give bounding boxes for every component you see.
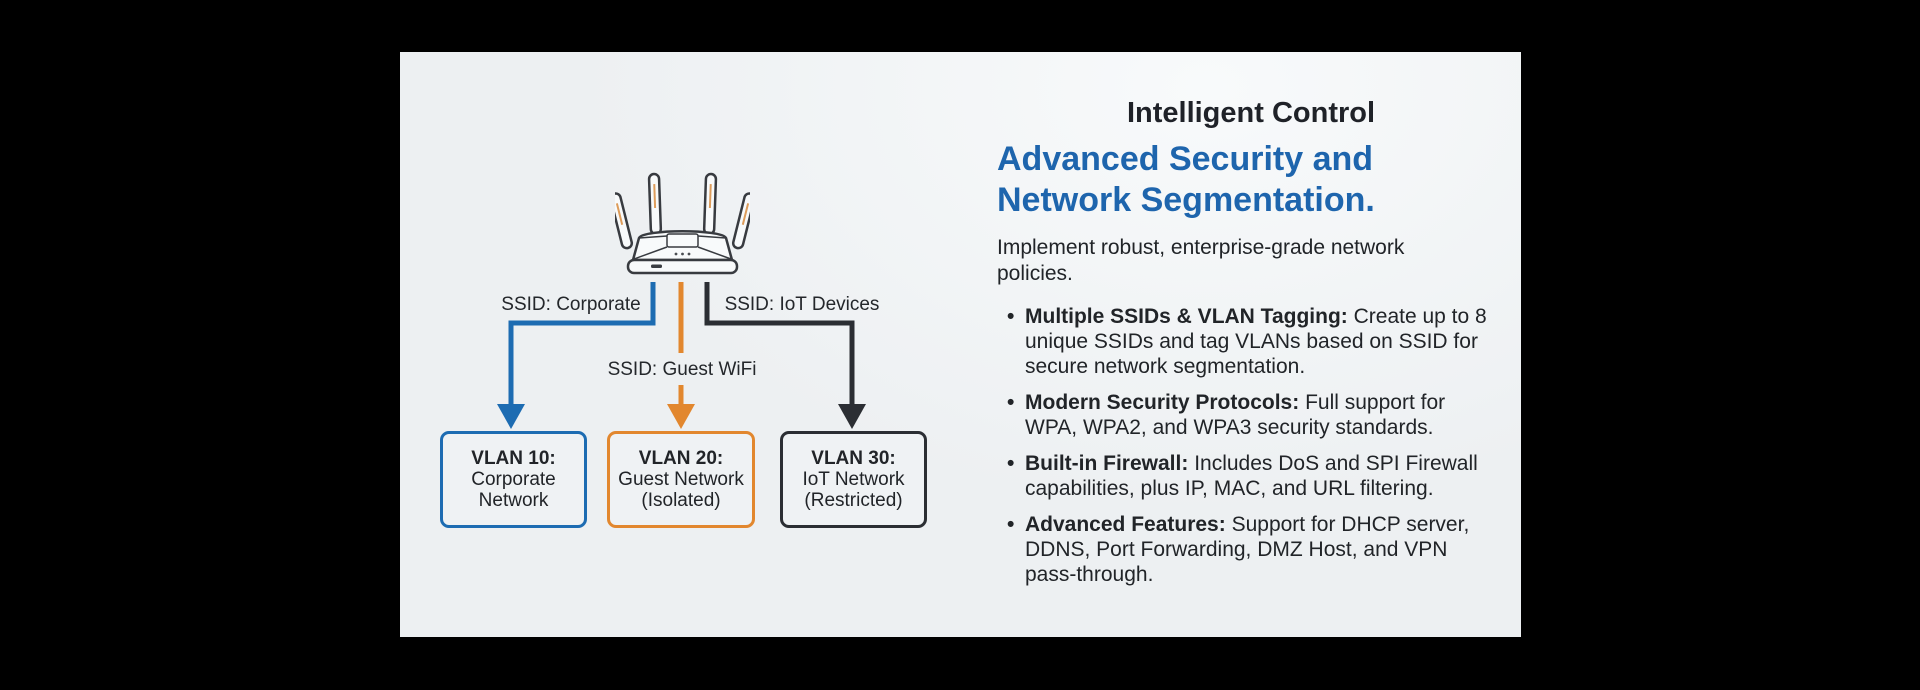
- bullet-icon: •: [1007, 513, 1015, 536]
- vlan-20-title: VLAN 20:: [638, 448, 724, 469]
- ssid-label-corporate: SSID: Corporate: [501, 294, 641, 315]
- router-antenna-outer-right: [731, 192, 750, 250]
- bullet-label: Built-in Firewall:: [1025, 452, 1189, 475]
- vlan-10-line2: Corporate: [471, 469, 556, 490]
- vlan-30-title: VLAN 30:: [811, 448, 896, 469]
- intro-paragraph: Implement robust, enterprise-grade netwo…: [997, 236, 1405, 285]
- page-title-line2: Network Segmentation.: [997, 181, 1375, 219]
- bullet-icon: •: [1007, 305, 1015, 328]
- router-body-top: [631, 230, 734, 262]
- connector-line-iot: [704, 282, 855, 406]
- connector-line-corporate: [508, 282, 656, 406]
- vlan-30-line2: IoT Network: [802, 469, 905, 490]
- vlan-30-box: VLAN 30: IoT Network (Restricted): [780, 431, 927, 528]
- page-title-line1: Advanced Security and: [997, 140, 1374, 178]
- bullet-label: Modern Security Protocols:: [1025, 391, 1300, 414]
- bullet-label: Advanced Features:: [1025, 513, 1226, 536]
- list-item: • Built-in Firewall: Includes DoS and SP…: [1007, 451, 1507, 501]
- bullet-text: Full support for WPA, WPA2, and WPA3 sec…: [1025, 391, 1446, 439]
- arrow-down-icon-guest: [667, 404, 695, 429]
- vlan-20-line2: Guest Network: [618, 469, 744, 490]
- ssid-label-iot-devices: SSID: IoT Devices: [724, 294, 880, 315]
- arrow-down-icon-corporate: [497, 404, 525, 429]
- bullet-icon: •: [1007, 452, 1015, 475]
- vlan-10-title: VLAN 10:: [471, 448, 556, 469]
- arrow-down-icon-iot: [838, 404, 866, 429]
- router-antenna-outer-left: [615, 192, 634, 250]
- bullet-label: Multiple SSIDs & VLAN Tagging:: [1025, 305, 1348, 328]
- vlan-connectors: [497, 282, 866, 429]
- network-diagram: SSID: Corporate SSID: Guest WiFi SSID: I…: [400, 52, 960, 532]
- content-panel: SSID: Corporate SSID: Guest WiFi SSID: I…: [400, 52, 1521, 637]
- kicker-title: Intelligent Control: [1126, 97, 1376, 129]
- wifi-router-icon: [615, 172, 750, 275]
- text-column: Intelligent Control Advanced Security an…: [995, 52, 1507, 598]
- list-item: • Advanced Features: Support for DHCP se…: [1007, 512, 1507, 587]
- router-base: [626, 258, 739, 275]
- vlan-30-line3: (Restricted): [804, 490, 903, 511]
- vlan-10-line3: Network: [478, 490, 549, 511]
- bullet-text: Support for DHCP server, DDNS, Port Forw…: [1025, 513, 1470, 586]
- ssid-label-guest-wifi: SSID: Guest WiFi: [607, 359, 757, 380]
- bullet-icon: •: [1007, 391, 1015, 414]
- feature-list: • Multiple SSIDs & VLAN Tagging: Create …: [997, 304, 1507, 587]
- list-item: • Multiple SSIDs & VLAN Tagging: Create …: [1007, 304, 1507, 379]
- vlan-20-line3: (Isolated): [641, 490, 721, 511]
- vlan-10-box: VLAN 10: Corporate Network: [440, 431, 587, 528]
- vlan-20-box: VLAN 20: Guest Network (Isolated): [607, 431, 755, 528]
- bullet-text: Includes DoS and SPI Firewall capabiliti…: [1025, 452, 1478, 500]
- list-item: • Modern Security Protocols: Full suppor…: [1007, 390, 1507, 440]
- bullet-text: Create up to 8 unique SSIDs and tag VLAN…: [1025, 305, 1487, 378]
